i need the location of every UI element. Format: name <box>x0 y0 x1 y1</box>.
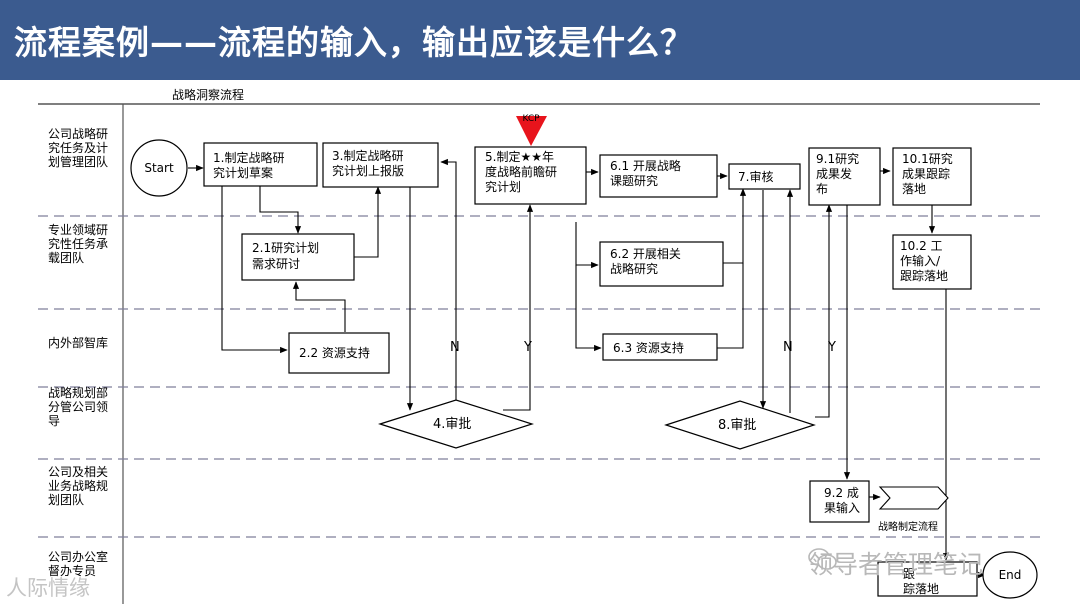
lane-label-2: 专业领域研究性任务承载团队 <box>48 222 108 265</box>
step-box-s103 <box>877 561 978 597</box>
step-box-s63 <box>602 333 718 361</box>
step-box-s1 <box>203 142 318 187</box>
step-text-s1: 1.制定战略研究计划草案 <box>213 150 284 180</box>
lane-label-1: 公司战略研究任务及计划管理团队 <box>48 126 108 169</box>
step-text-s3: 3.制定战略研究计划上报版 <box>332 148 404 178</box>
lane-label-3: 内外部智库 <box>48 335 108 350</box>
process-steps <box>203 142 978 597</box>
step-box-s21 <box>241 233 355 281</box>
step-text-s102: 10.2 工作输入/跟踪落地 <box>900 239 948 283</box>
step-text-s63: 6.3 资源支持 <box>613 340 684 355</box>
step-texts: 1.制定战略研究计划草案 2.1研究计划需求研讨 2.2 资源支持 3.制定战略研究计… <box>213 148 953 596</box>
diagram-header: 战略洞察流程 <box>172 87 244 102</box>
step-text-s62: 6.2 开展相关战略研究 <box>610 247 681 276</box>
kcp-marker-icon <box>516 116 547 146</box>
edge-label-y-1: Y <box>523 340 532 355</box>
lane-label-6: 公司办公室督办专员 <box>48 549 108 578</box>
offpage-label: 战略制定流程 <box>878 520 938 533</box>
step-box-s3 <box>322 142 439 188</box>
step-box-s7 <box>728 163 801 190</box>
step-box-s102 <box>892 234 972 290</box>
step-text-s61: 6.1 开展战略课题研究 <box>610 158 681 188</box>
start-terminator <box>130 139 188 197</box>
step-text-s91: 9.1研究成果发布 <box>816 151 859 196</box>
title-bar: 流程案例——流程的输入，输出应该是什么？ <box>0 0 1080 80</box>
step-text-s4: 4.审批 <box>433 417 471 432</box>
lane-label-5: 公司及相关业务战略规划团队 <box>48 465 108 507</box>
step-text-s103: 跟踪落地 <box>903 567 939 596</box>
step-8-approval-diamond <box>664 400 816 450</box>
process-flowchart: 战略洞察流程 公司战略研究任务及计划管理团队专业领域研究性任务承载团队内外部智库… <box>38 87 1045 604</box>
step-box-s92 <box>809 480 870 523</box>
step-text-s21: 2.1研究计划需求研讨 <box>252 240 319 271</box>
edge-label-n-2: N <box>783 340 793 355</box>
end-label: End <box>999 568 1022 582</box>
watermark-right-text: 领导者管理笔记 <box>808 550 984 579</box>
start-label: Start <box>144 161 174 175</box>
step-text-s22: 2.2 资源支持 <box>299 345 370 360</box>
step-box-s62 <box>599 241 724 287</box>
lane-label-4: 战略规划部分管公司领导 <box>48 385 108 428</box>
step-text-s7: 7.审核 <box>738 169 773 184</box>
offpage-connector <box>878 486 949 510</box>
connectors <box>188 158 986 579</box>
step-4-approval-diamond <box>378 399 534 449</box>
step-box-s22 <box>288 332 390 374</box>
kcp-label: KCP <box>522 114 540 124</box>
step-box-s91 <box>808 147 881 206</box>
step-box-s61 <box>599 154 718 198</box>
step-text-s92: 9.2 成果输入 <box>824 486 860 515</box>
edge-label-y-2: Y <box>827 340 836 355</box>
slide-title: 流程案例——流程的输入，输出应该是什么？ <box>14 23 694 62</box>
watermark-right: 领导者管理笔记 <box>808 545 983 581</box>
step-text-s101: 10.1研究成果跟踪落地 <box>902 151 953 196</box>
lane-labels: 公司战略研究任务及计划管理团队专业领域研究性任务承载团队内外部智库战略规划部分管… <box>48 126 108 578</box>
end-terminator <box>982 551 1038 599</box>
watermark-left-text: 人际情缘 <box>6 576 90 600</box>
step-box-s5 <box>474 146 587 205</box>
edge-label-n-1: N <box>450 340 460 355</box>
watermark-left: 人际情缘 <box>6 572 90 602</box>
step-text-s5: 5.制定★★年度战略前瞻研究计划 <box>485 149 557 194</box>
lane-dividers <box>38 215 1045 538</box>
wechat-icon <box>808 548 837 570</box>
step-text-s8: 8.审批 <box>718 418 756 433</box>
step-box-s101 <box>892 147 972 206</box>
